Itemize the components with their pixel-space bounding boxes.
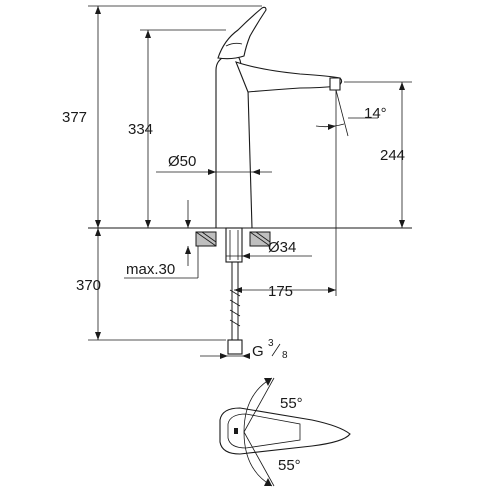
dim-deck-thickness: max.30 bbox=[124, 200, 199, 279]
dim-deck-thickness-label: max.30 bbox=[126, 261, 175, 278]
dim-hole-diameter-label: Ø34 bbox=[268, 239, 296, 256]
dim-outlet-angle: 14° bbox=[315, 89, 387, 140]
dim-spout-height-label: 334 bbox=[128, 121, 153, 138]
thread-denominator-label: 8 bbox=[282, 350, 288, 361]
dim-hole-diameter: Ø34 bbox=[226, 239, 312, 259]
dim-outlet-height-label: 244 bbox=[380, 147, 405, 164]
lever-angle-down-label: 55° bbox=[278, 457, 301, 474]
dim-body-diameter-label: Ø50 bbox=[168, 153, 196, 170]
dim-spout-height: 334 bbox=[128, 29, 226, 228]
dim-projection: 175 bbox=[234, 140, 337, 300]
dim-body-diameter: Ø50 bbox=[156, 153, 272, 175]
dim-thread: G 3 8 bbox=[200, 338, 288, 361]
lever-top-view: 55° 55° bbox=[219, 377, 351, 487]
dim-projection-label: 175 bbox=[268, 283, 293, 300]
dim-total-height-label: 377 bbox=[62, 109, 87, 126]
dim-total-height: 377 bbox=[62, 5, 262, 228]
dim-connection-length: 370 bbox=[76, 228, 226, 341]
thread-prefix-label: G bbox=[252, 343, 264, 360]
faucet-body bbox=[215, 6, 343, 229]
dim-connection-length-label: 370 bbox=[76, 277, 101, 294]
mounting-hardware bbox=[195, 227, 271, 355]
dim-outlet-angle-label: 14° bbox=[364, 105, 387, 122]
dim-outlet-height: 244 bbox=[344, 81, 412, 228]
thread-numerator-label: 3 bbox=[268, 338, 274, 349]
lever-angle-up-label: 55° bbox=[280, 395, 303, 412]
